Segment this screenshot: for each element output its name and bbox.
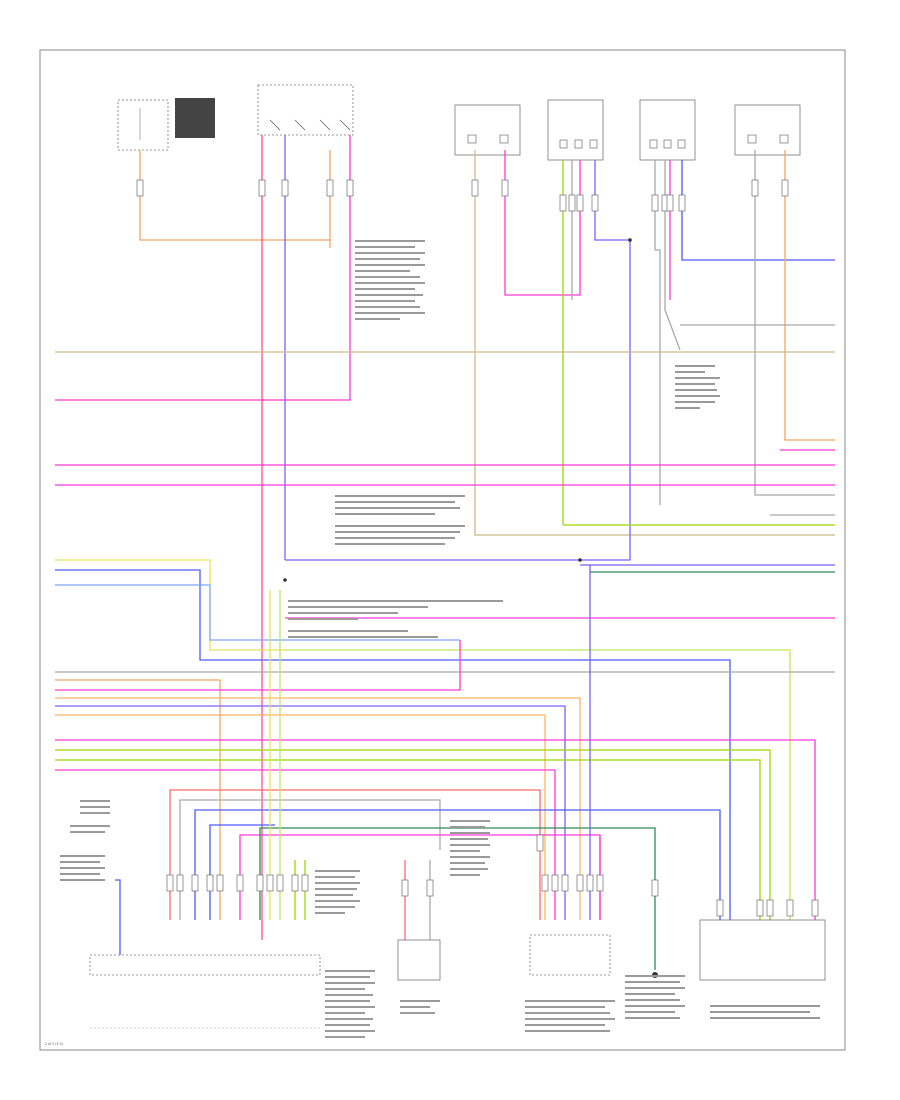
control-module: [529, 934, 611, 976]
switch-component-2: [257, 84, 354, 136]
sensor-component-5: [639, 99, 696, 161]
module-connector: [89, 954, 321, 976]
sender-unit: [397, 939, 441, 981]
bus-wires: [55, 351, 835, 920]
sensor-component-1: [117, 98, 215, 151]
sensor-component-6: [734, 104, 801, 156]
sensor-component-3: [454, 104, 521, 156]
lower-wires: [115, 565, 721, 970]
splice-icon: [628, 238, 632, 242]
top-components: [117, 84, 801, 161]
sensor-box: [699, 919, 826, 981]
note-blocks: [60, 240, 820, 1038]
diagram-frame: [39, 49, 846, 1051]
page-label: 2 of 3 (3.3): [45, 1042, 63, 1046]
sensor-component-4: [547, 99, 604, 161]
connector-pins: [136, 179, 819, 917]
bottom-components: [89, 238, 826, 1029]
